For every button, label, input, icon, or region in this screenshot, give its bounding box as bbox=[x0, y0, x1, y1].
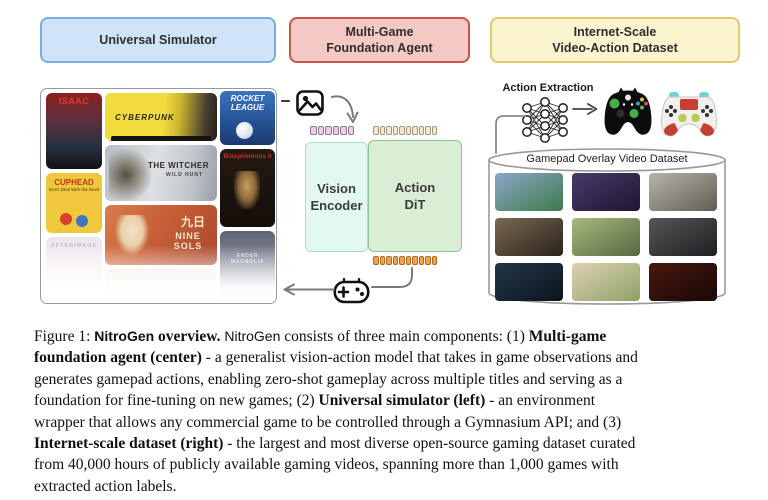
caption-line: Internet-scale dataset (right) - the lar… bbox=[34, 433, 746, 454]
caption-segment: extracted action labels. bbox=[34, 477, 177, 495]
vision-encoder-box: Vision Encoder bbox=[305, 142, 368, 252]
token bbox=[418, 256, 424, 265]
game-cover-cyberpunk: CYBERPUNK bbox=[105, 93, 217, 141]
dataset-thumbnail bbox=[572, 218, 640, 256]
dataset-thumbnail bbox=[572, 173, 640, 211]
game-cover-isaac: ISAAC bbox=[46, 93, 102, 169]
caption-segment: consists of three main components: (1) bbox=[280, 328, 529, 345]
action-extraction-label: Action Extraction bbox=[502, 82, 594, 94]
caption-segment: foundation agent (center) bbox=[34, 349, 202, 367]
dataset-thumbnail bbox=[649, 173, 717, 211]
caption-segment: Figure 1: bbox=[34, 328, 95, 345]
token bbox=[418, 126, 424, 135]
token bbox=[347, 126, 354, 135]
caption-segment: wrapper that allows any commercial game … bbox=[34, 413, 622, 431]
observation-tokens bbox=[310, 126, 354, 135]
token bbox=[373, 256, 379, 265]
token bbox=[386, 126, 392, 135]
token bbox=[431, 126, 437, 135]
header-box-label: Universal Simulator bbox=[99, 33, 217, 47]
token bbox=[412, 256, 418, 265]
caption-segment: overview. bbox=[154, 328, 225, 345]
caption-line: foundation agent (center) - a generalist… bbox=[34, 347, 746, 368]
token bbox=[405, 126, 411, 135]
token bbox=[425, 256, 431, 265]
cylinder-label: Gamepad Overlay Video Dataset bbox=[526, 153, 688, 165]
token bbox=[392, 126, 398, 135]
header-box-label: Video-Action Dataset bbox=[552, 41, 678, 55]
xbox-controller-icon bbox=[604, 87, 652, 135]
caption-line: extracted action labels. bbox=[34, 476, 746, 497]
caption-line: Figure 1: NitroGen overview. NitroGen co… bbox=[34, 326, 746, 347]
token bbox=[379, 126, 385, 135]
figure-caption: Figure 1: NitroGen overview. NitroGen co… bbox=[34, 326, 746, 497]
dataset-thumbnail bbox=[495, 173, 563, 211]
caption-segment: from 40,000 hours of publicly available … bbox=[34, 456, 619, 474]
token bbox=[425, 126, 431, 135]
header-box-foundation-agent: Multi-Game Foundation Agent bbox=[289, 17, 470, 63]
action-dit-box: Action DiT bbox=[368, 140, 462, 252]
header-box-label: Internet-Scale bbox=[573, 25, 657, 39]
ps4-controller-icon bbox=[661, 92, 717, 137]
caption-segment: Multi-game bbox=[528, 328, 607, 345]
caption-segment: - an environment bbox=[485, 392, 596, 410]
connector-simulator-to-image bbox=[281, 100, 290, 103]
arrow-gamepad-to-simulator bbox=[283, 283, 335, 296]
game-cover-cuphead: CUPHEAD Don't Deal With the Devil bbox=[46, 173, 102, 233]
image-observation-icon bbox=[296, 90, 324, 116]
caption-segment: - the largest and most diverse open-sour… bbox=[223, 435, 636, 453]
caption-segment: NitroGen bbox=[94, 328, 155, 344]
gamepad-icon bbox=[333, 278, 370, 304]
token bbox=[399, 126, 405, 135]
token bbox=[317, 126, 324, 135]
caption-segment: foundation for fine-tuning on new games;… bbox=[34, 392, 319, 410]
token bbox=[310, 126, 317, 135]
game-cover-witcher: THE WITCHER WILD HUNT bbox=[105, 145, 217, 201]
header-box-label: Multi-Game bbox=[345, 25, 414, 39]
token bbox=[405, 256, 411, 265]
arrow-actions-to-gamepad bbox=[371, 267, 413, 288]
token bbox=[340, 126, 347, 135]
game-cover-blasphemous: Blasphemous II bbox=[220, 149, 275, 227]
neural-network-icon bbox=[522, 97, 568, 143]
caption-segment: Universal simulator (left) bbox=[318, 392, 486, 410]
dataset-thumbnail bbox=[495, 263, 563, 301]
token bbox=[431, 256, 437, 265]
caption-line: generates gamepad actions, enabling zero… bbox=[34, 369, 746, 390]
dataset-thumbnail bbox=[649, 218, 717, 256]
caption-segment: Internet-scale dataset (right) bbox=[34, 435, 224, 453]
simulator-game-grid: ISAAC CUPHEAD Don't Deal With the Devil … bbox=[40, 88, 277, 304]
dataset-thumbnail bbox=[572, 263, 640, 301]
token bbox=[412, 126, 418, 135]
token bbox=[379, 256, 385, 265]
token bbox=[325, 126, 332, 135]
header-box-dataset: Internet-Scale Video-Action Dataset bbox=[490, 17, 740, 63]
token bbox=[399, 256, 405, 265]
token bbox=[373, 126, 379, 135]
header-box-label: Foundation Agent bbox=[326, 41, 433, 55]
token bbox=[332, 126, 339, 135]
caption-line: wrapper that allows any commercial game … bbox=[34, 412, 746, 433]
grid-fade-overlay bbox=[41, 245, 276, 303]
header-box-universal-simulator: Universal Simulator bbox=[40, 17, 276, 63]
game-cover-rocket-league: ROCKET LEAGUE bbox=[220, 91, 275, 145]
connector-dataset-to-extraction bbox=[495, 115, 526, 154]
caption-segment: generates gamepad actions, enabling zero… bbox=[34, 370, 623, 388]
caption-line: foundation for fine-tuning on new games;… bbox=[34, 390, 746, 411]
arrow-image-to-tokens bbox=[331, 95, 359, 123]
caption-segment: - a generalist vision-action model that … bbox=[201, 349, 638, 367]
dataset-thumbnail bbox=[649, 263, 717, 301]
dataset-thumbnail-grid bbox=[495, 173, 721, 301]
token bbox=[386, 256, 392, 265]
token bbox=[392, 256, 398, 265]
action-tokens bbox=[373, 256, 437, 265]
dataset-thumbnail bbox=[495, 218, 563, 256]
arrow-extraction-to-controllers bbox=[572, 103, 598, 115]
caption-segment: NitroGen bbox=[224, 328, 281, 344]
conditioning-tokens bbox=[373, 126, 437, 135]
caption-line: from 40,000 hours of publicly available … bbox=[34, 454, 746, 475]
